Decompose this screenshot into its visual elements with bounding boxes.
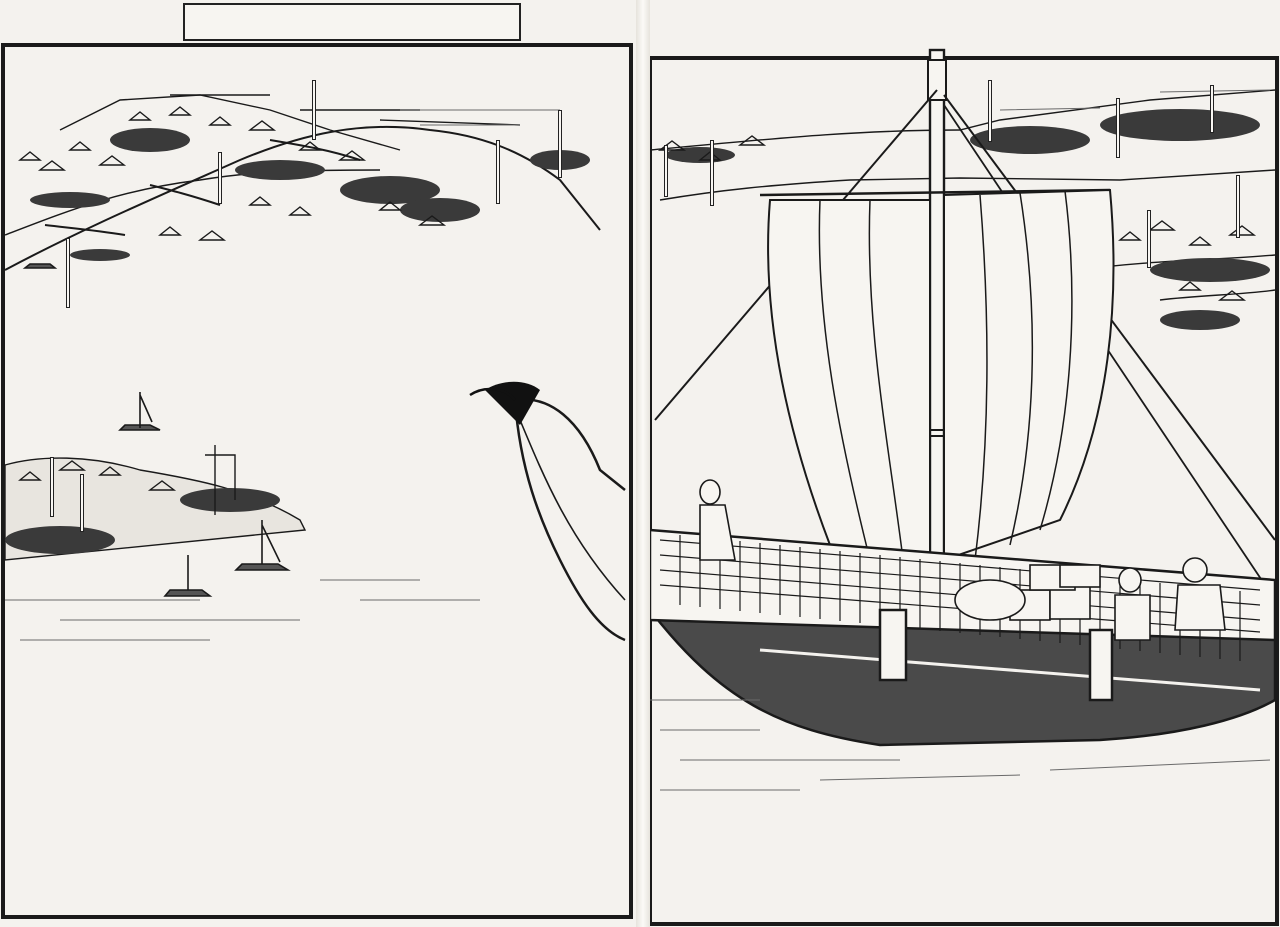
water-lines-right — [650, 89, 1271, 791]
place-label — [1236, 175, 1240, 238]
left-shore-town — [4, 94, 601, 271]
place-label — [710, 140, 714, 206]
place-label — [664, 145, 668, 197]
place-label — [66, 238, 70, 308]
place-label — [496, 140, 500, 204]
cargo-bales — [954, 564, 1101, 621]
place-label — [1210, 85, 1214, 133]
ship-prow — [469, 381, 626, 642]
book-gutter — [636, 0, 650, 927]
ship-figures — [699, 479, 1226, 641]
place-label — [50, 457, 54, 517]
left-sailboats — [22, 263, 291, 597]
place-label — [988, 80, 992, 142]
left-page-border — [1, 43, 633, 919]
place-label — [1147, 210, 1151, 268]
place-label — [218, 152, 222, 204]
water-lines-left — [5, 109, 560, 641]
place-label — [558, 110, 562, 178]
ship-sail — [767, 188, 1115, 592]
ship-hull — [647, 528, 1277, 747]
place-label — [312, 80, 316, 140]
place-label — [1116, 98, 1120, 158]
right-far-shore — [649, 89, 1276, 330]
place-label — [80, 474, 84, 532]
title-cartouche — [183, 3, 521, 41]
right-page-border — [648, 56, 1279, 926]
